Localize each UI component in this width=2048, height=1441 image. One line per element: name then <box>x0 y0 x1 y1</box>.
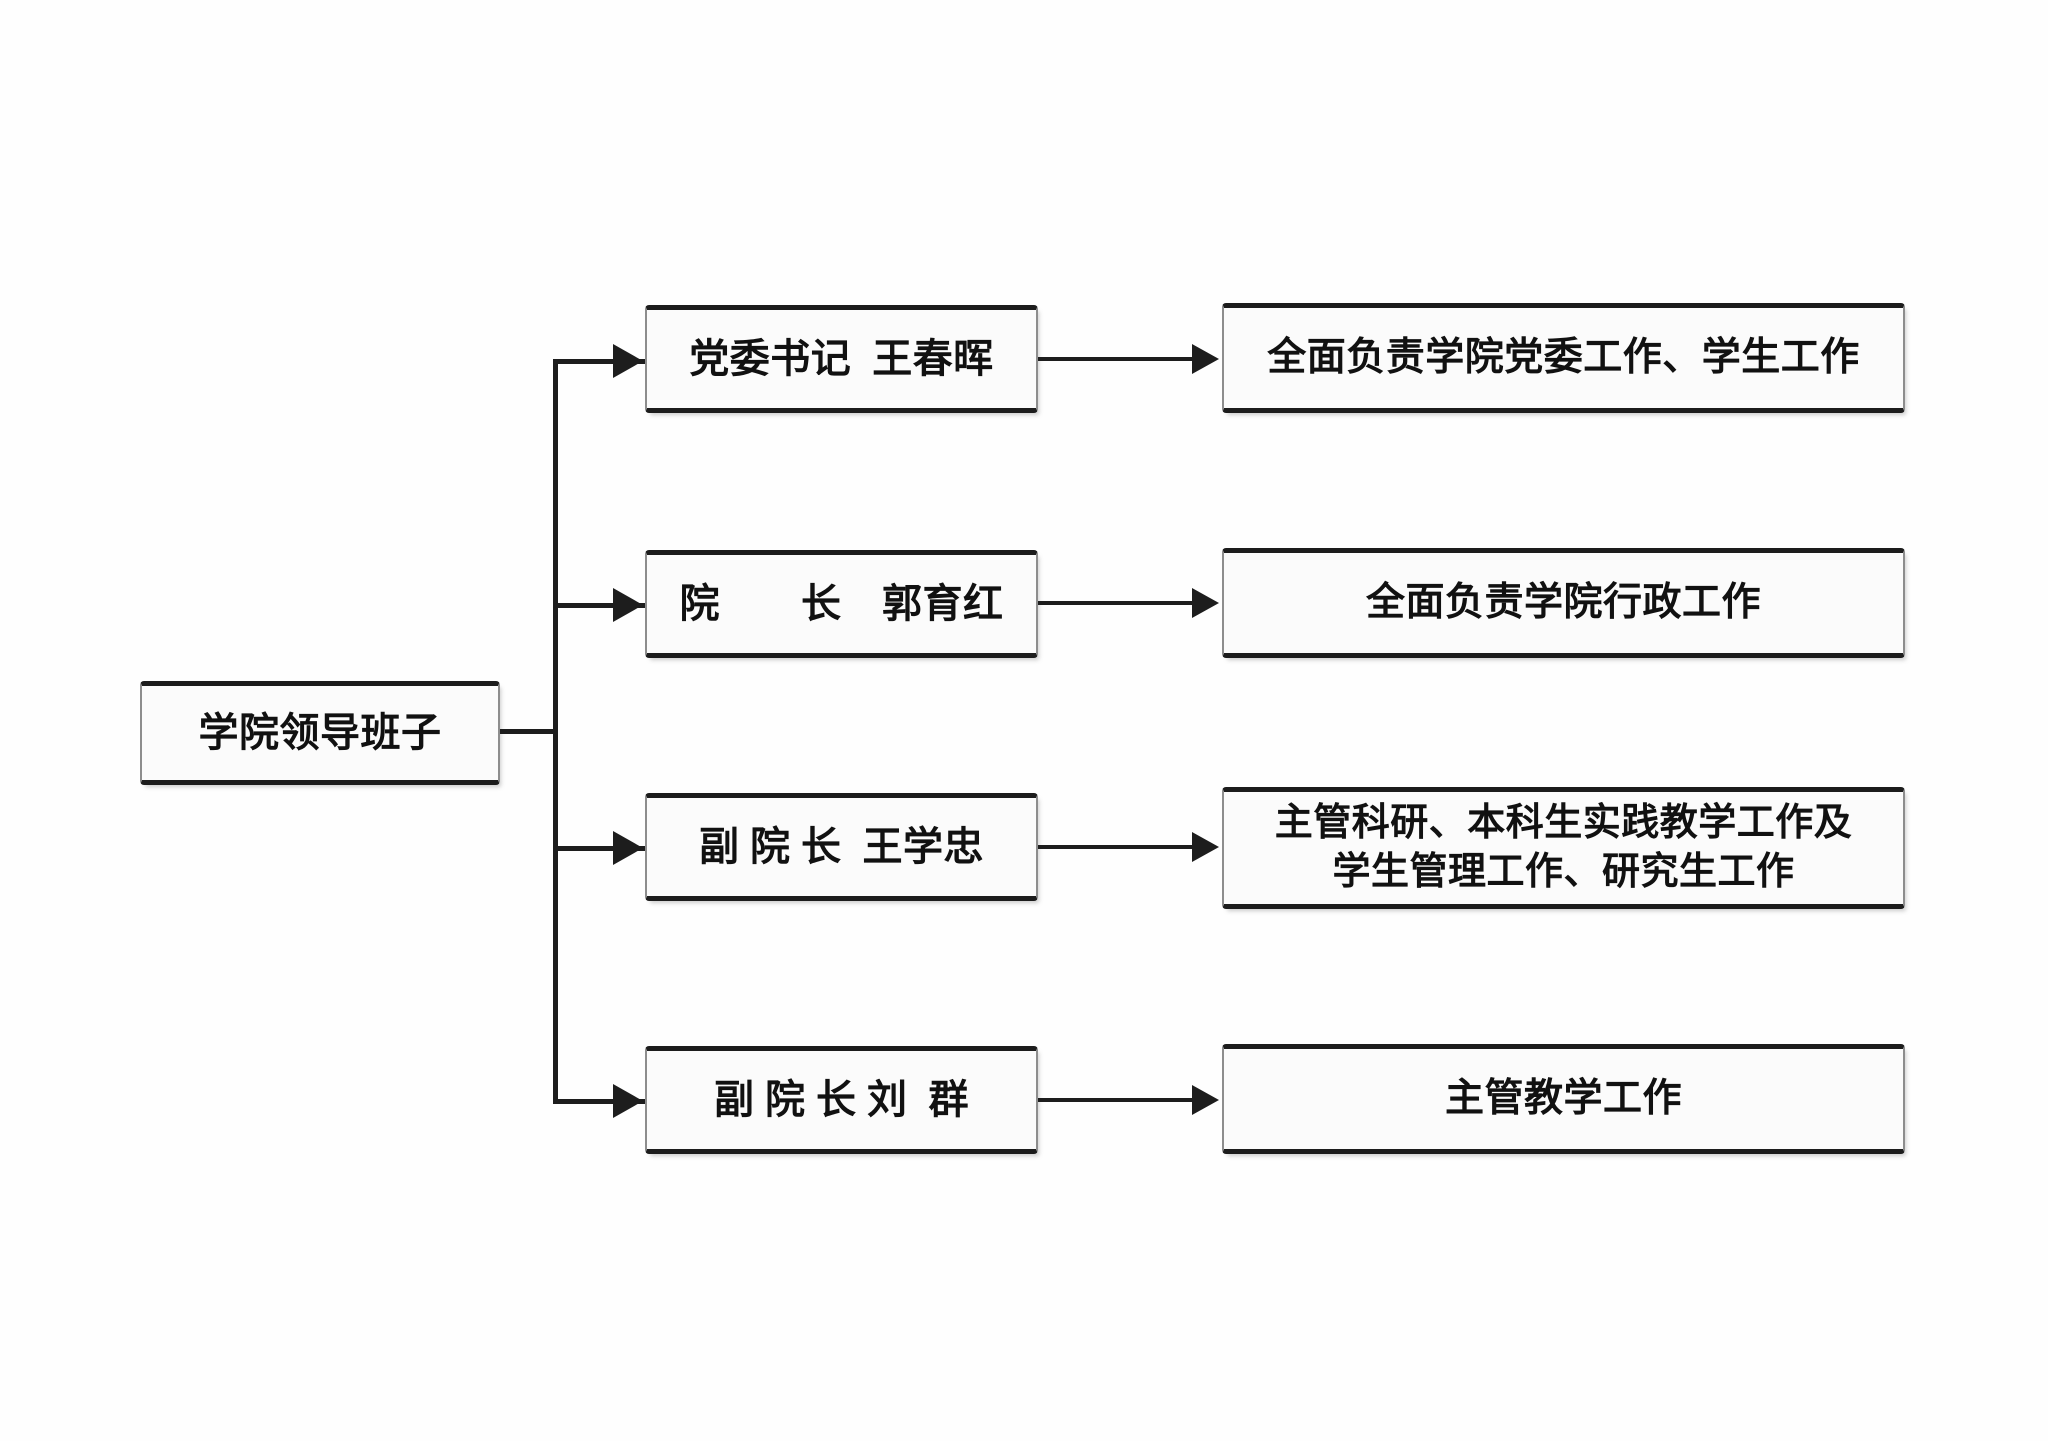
duty-node-2-label: 全面负责学院行政工作 <box>1365 581 1761 625</box>
duty-node-3-label: 主管科研、本科生实践教学工作及 学生管理工作、研究生工作 <box>1274 802 1853 893</box>
arrow-role-4-to-duty-4 <box>1192 1085 1219 1115</box>
arrow-trunk-to-role-2 <box>613 588 643 622</box>
arrow-trunk-to-role-4 <box>613 1084 643 1118</box>
duty-node-1[interactable]: 全面负责学院党委工作、学生工作 <box>1222 303 1905 413</box>
connector-role-4-to-duty-4 <box>1038 1098 1198 1102</box>
role-node-2-label: 院 长 郭育红 <box>679 581 1004 627</box>
role-node-3-label: 副 院 长 王学忠 <box>699 824 984 870</box>
connector-trunk-spine <box>553 362 558 1104</box>
role-node-4-label: 副 院 长 刘 群 <box>714 1077 969 1123</box>
connector-branch-1 <box>553 359 650 364</box>
role-node-2[interactable]: 院 长 郭育红 <box>645 550 1038 658</box>
role-node-1-label: 党委书记 王春晖 <box>689 336 994 382</box>
connector-branch-4 <box>553 1099 650 1104</box>
duty-node-2[interactable]: 全面负责学院行政工作 <box>1222 548 1905 658</box>
duty-node-3[interactable]: 主管科研、本科生实践教学工作及 学生管理工作、研究生工作 <box>1222 787 1905 909</box>
duty-node-1-label: 全面负责学院党委工作、学生工作 <box>1267 336 1860 380</box>
role-node-1[interactable]: 党委书记 王春晖 <box>645 305 1038 413</box>
arrow-role-2-to-duty-2 <box>1192 588 1219 618</box>
connector-root-stub <box>500 729 558 734</box>
duty-node-4-label: 主管教学工作 <box>1444 1077 1682 1121</box>
arrow-role-1-to-duty-1 <box>1192 344 1219 374</box>
connector-role-3-to-duty-3 <box>1038 845 1198 849</box>
arrow-role-3-to-duty-3 <box>1192 832 1219 862</box>
connector-role-1-to-duty-1 <box>1038 357 1198 361</box>
arrow-trunk-to-role-1 <box>613 344 643 378</box>
role-node-4[interactable]: 副 院 长 刘 群 <box>645 1046 1038 1154</box>
role-node-3[interactable]: 副 院 长 王学忠 <box>645 793 1038 901</box>
root-node-leadership-team[interactable]: 学院领导班子 <box>140 681 500 785</box>
connector-branch-3 <box>553 846 650 851</box>
arrow-trunk-to-role-3 <box>613 831 643 865</box>
root-node-label: 学院领导班子 <box>198 710 442 756</box>
connector-branch-2 <box>553 603 650 608</box>
connector-role-2-to-duty-2 <box>1038 601 1198 605</box>
duty-node-4[interactable]: 主管教学工作 <box>1222 1044 1905 1154</box>
